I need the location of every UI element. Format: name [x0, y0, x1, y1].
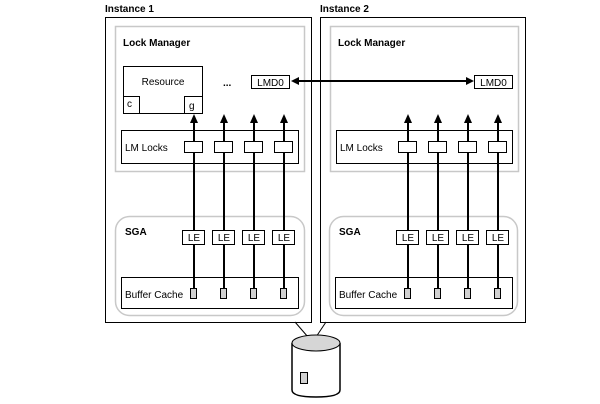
lmd0-2-box: [474, 75, 513, 89]
buffer-block: [190, 288, 197, 299]
sga-1-label: SGA: [125, 227, 147, 238]
lock-element-box: [486, 230, 509, 245]
buffer-cache-1-label: Buffer Cache: [125, 290, 184, 301]
lmd0-1-label: LMD0: [257, 78, 284, 89]
resource-label: Resource: [142, 77, 185, 88]
lock-element-box: [242, 230, 265, 245]
disk-link-1: [294, 321, 309, 338]
lm-lock: [458, 141, 477, 153]
lock-arrow-icon: [404, 114, 412, 123]
lock-element-box: [396, 230, 419, 245]
sga-2-label: SGA: [339, 227, 361, 238]
lock-element-label: LE: [432, 233, 445, 244]
lock-element-label: LE: [248, 233, 261, 244]
lock-arrow-icon: [220, 114, 228, 123]
disk-top: [291, 334, 341, 352]
sga-1-box: [114, 215, 306, 317]
lock-arrow-icon: [250, 114, 258, 123]
resource-box: Resource c g: [123, 66, 203, 114]
buffer-block: [464, 288, 471, 299]
lock-arrow-icon: [434, 114, 442, 123]
instance-2-box: [320, 17, 526, 323]
lm-lock: [184, 141, 203, 153]
lm-locks-1-label: LM Locks: [125, 143, 168, 154]
buffer-cache-2-box: [335, 277, 513, 309]
lock-manager-1-label: Lock Manager: [123, 38, 190, 49]
lm-locks-2-label: LM Locks: [340, 143, 383, 154]
buffer-block: [280, 288, 287, 299]
lm-lock: [488, 141, 507, 153]
lock-columns-1: LE LE LE LE: [182, 114, 295, 299]
resource-g-cell: [184, 96, 203, 114]
buffer-cache-1-box: [121, 277, 299, 309]
lock-element-label: LE: [278, 233, 291, 244]
lm-lock: [398, 141, 417, 153]
shared-disk: [291, 321, 341, 398]
lm-lock: [244, 141, 263, 153]
resource-c-cell: [123, 96, 140, 114]
lm-locks-1-box: [121, 130, 299, 164]
instance-1-box: [105, 17, 312, 323]
buffer-cache-2-label: Buffer Cache: [339, 290, 398, 301]
buffer-block: [404, 288, 411, 299]
lock-element-box: [456, 230, 479, 245]
lm-lock: [428, 141, 447, 153]
lock-element-box: [212, 230, 235, 245]
lock-manager-2-label: Lock Manager: [338, 38, 405, 49]
lock-manager-1-box: [114, 25, 306, 173]
lmd-link-arrow-left-icon: [291, 77, 299, 85]
instance-2: Instance 2 Lock Manager LMD0 LM Locks SG…: [320, 4, 526, 323]
lmd0-1-box: [251, 75, 290, 89]
lock-element-label: LE: [218, 233, 231, 244]
sga-2-box: [328, 215, 519, 317]
ellipsis: ...: [223, 78, 232, 89]
lock-arrow-icon: [280, 114, 288, 123]
lm-lock: [274, 141, 293, 153]
buffer-block: [250, 288, 257, 299]
disk-block-icon: [300, 372, 308, 384]
lock-columns-2: LE LE LE LE: [396, 114, 509, 299]
lock-arrow-icon: [464, 114, 472, 123]
lock-element-label: LE: [402, 233, 415, 244]
instance-2-label: Instance 2: [320, 4, 369, 15]
lock-manager-2-box: [329, 25, 520, 173]
resource-c-label: c: [127, 99, 132, 110]
disk-link-2: [315, 321, 327, 338]
buffer-block: [494, 288, 501, 299]
buffer-block: [220, 288, 227, 299]
lock-arrow-icon: [494, 114, 502, 123]
lmd0-2-label: LMD0: [480, 78, 507, 89]
buffer-block: [434, 288, 441, 299]
lm-lock: [214, 141, 233, 153]
lock-element-label: LE: [492, 233, 505, 244]
instance-1: Instance 1 Lock Manager Resource c g ...…: [105, 4, 312, 323]
lock-element-box: [272, 230, 295, 245]
instance-1-label: Instance 1: [105, 4, 154, 15]
lock-element-box: [426, 230, 449, 245]
lock-element-label: LE: [188, 233, 201, 244]
lm-locks-2-box: [336, 130, 513, 164]
lock-element-label: LE: [462, 233, 475, 244]
lmd-link: [291, 77, 474, 85]
resource-g-label: g: [189, 101, 195, 112]
lmd-link-arrow-right-icon: [466, 77, 474, 85]
lock-element-box: [182, 230, 205, 245]
lock-arrow-icon: [190, 114, 198, 123]
